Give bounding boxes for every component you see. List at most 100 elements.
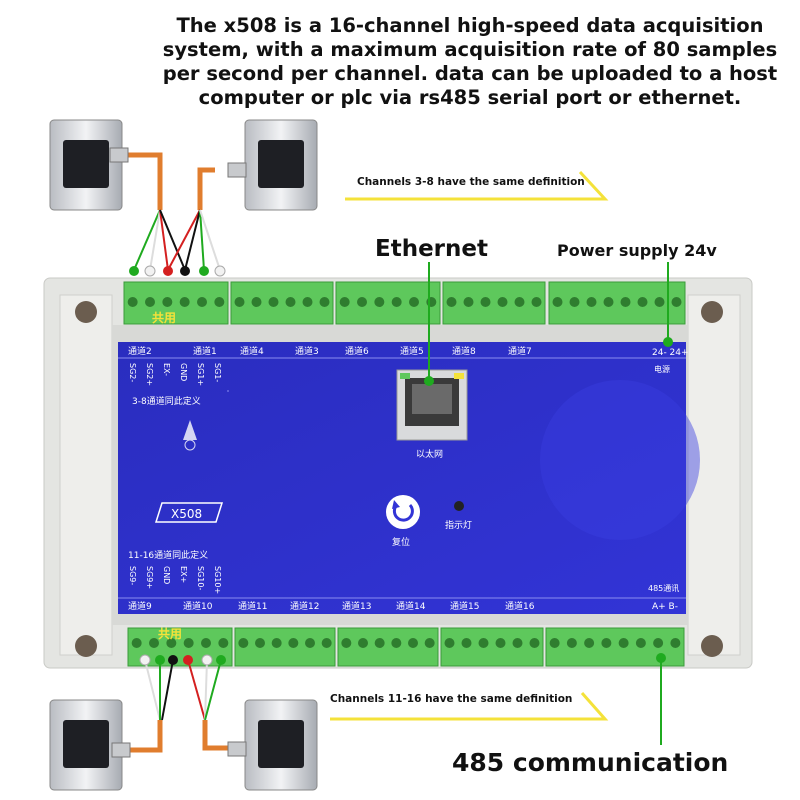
- terminal-screw: [339, 297, 350, 307]
- terminal-screw: [637, 297, 648, 307]
- headline-line: The x508 is a 16-channel high-speed data…: [176, 14, 764, 37]
- channel-label: 通道11: [238, 600, 267, 612]
- top-terminal-strip: [123, 281, 686, 325]
- terminal-screw: [480, 297, 491, 307]
- channel-label: 通道15: [450, 600, 479, 612]
- shared-terminal-label: 共用: [152, 310, 176, 325]
- terminal-screw: [131, 638, 142, 648]
- reset-label: 复位: [392, 536, 410, 548]
- channel-label: 通道5: [400, 345, 424, 357]
- headline: The x508 is a 16-channel high-speed data…: [150, 14, 790, 110]
- terminal-screw: [426, 297, 437, 307]
- terminal-screw: [566, 638, 577, 648]
- terminal-screw: [288, 638, 299, 648]
- bottom-wire-dots: [139, 654, 226, 666]
- bottom-terminal-screws: [131, 638, 681, 648]
- terminal-screw: [552, 297, 563, 307]
- terminal-screw: [512, 638, 523, 648]
- terminal-screw: [357, 297, 367, 307]
- indicator-led: [454, 501, 464, 511]
- power-callout-line: [663, 262, 673, 347]
- terminal-screw: [549, 638, 560, 648]
- terminal-screw: [358, 638, 368, 648]
- terminal-screw: [654, 297, 665, 307]
- top-sensor-wiring: [128, 152, 221, 271]
- terminal-screw: [166, 638, 177, 648]
- pin-label: GND: [179, 363, 188, 381]
- load-cell-top-left: [49, 119, 129, 211]
- channel-label: 通道4: [240, 345, 264, 357]
- terminal-screw: [302, 297, 313, 307]
- terminal-screw: [341, 638, 352, 648]
- ethernet-callout: Ethernet: [375, 236, 488, 262]
- top-terminal-screws: [127, 297, 682, 307]
- headline-line: computer or plc via rs485 serial port or…: [198, 86, 742, 109]
- terminal-screw: [214, 297, 225, 307]
- reset-button: [386, 495, 420, 529]
- pin-label: SG9-: [128, 566, 137, 585]
- load-cell-bottom-right: [227, 699, 318, 791]
- mount-hole: [701, 635, 723, 657]
- channel-label: 通道3: [295, 345, 319, 357]
- pin-label: SG2+: [145, 363, 154, 386]
- terminal-screw: [201, 638, 211, 648]
- terminal-screw: [478, 638, 489, 648]
- terminal-screw: [145, 297, 155, 307]
- bottom-note-arrow: [330, 692, 609, 721]
- mount-hole: [701, 301, 723, 323]
- mount-hole: [75, 635, 97, 657]
- top-note-arrow: [345, 170, 609, 201]
- channel-label: 通道12: [290, 600, 319, 612]
- pin-label: SG10+: [213, 566, 222, 594]
- terminal-screw: [497, 297, 508, 307]
- channel-label: 通道10: [183, 600, 213, 612]
- terminal-screw: [618, 638, 629, 648]
- terminal-screw: [446, 297, 457, 307]
- channel-label: 通道2: [128, 345, 152, 357]
- terminal-screw: [529, 638, 540, 648]
- terminal-screw: [374, 638, 385, 648]
- pin-label: GND: [162, 566, 171, 584]
- channel-label: 通道14: [396, 600, 426, 612]
- terminal-screw: [162, 297, 173, 307]
- model-label: X508: [171, 507, 202, 521]
- logo-icon: [183, 420, 197, 451]
- terminal-screw: [635, 638, 646, 648]
- bottom-terminal-strip: [127, 627, 685, 667]
- channel-label: 通道1: [193, 345, 217, 357]
- terminal-screw: [586, 297, 597, 307]
- bottom-channels-note: Channels 11-16 have the same definition: [330, 693, 573, 705]
- shared-terminal-label: 共用: [158, 626, 182, 641]
- load-cell-bottom-left: [49, 699, 131, 791]
- channel-label: 通道8: [452, 345, 476, 357]
- terminal-screw: [584, 638, 595, 648]
- rs485-label: 485通讯: [648, 583, 679, 593]
- rs485-callout-line: [656, 653, 666, 745]
- pin-label: EX+: [179, 566, 188, 583]
- ethernet-port-label: 以太网: [416, 448, 443, 460]
- power-supply-callout: Power supply 24v: [557, 241, 717, 260]
- terminal-screw: [495, 638, 506, 648]
- same-definition-note: 3-8通道同此定义: [132, 395, 201, 407]
- terminal-screw: [408, 638, 418, 648]
- terminal-screw: [238, 638, 249, 648]
- power-pins-label: 24- 24+: [652, 348, 689, 358]
- channel-label: 通道13: [342, 600, 371, 612]
- terminal-screw: [463, 297, 474, 307]
- rs485-pins-label: A+ B-: [652, 602, 678, 612]
- terminal-screw: [531, 297, 542, 307]
- channel-label: 通道7: [508, 345, 532, 357]
- headline-line: per second per channel. data can be uplo…: [162, 62, 778, 85]
- rs485-communication-callout: 485 communication: [452, 748, 729, 777]
- terminal-screw: [391, 297, 402, 307]
- terminal-screw: [255, 638, 265, 648]
- pin-label: SG10-: [196, 566, 205, 590]
- terminal-screw: [461, 638, 472, 648]
- terminal-screw: [285, 297, 296, 307]
- terminal-screw: [319, 297, 330, 307]
- terminal-screw: [321, 638, 332, 648]
- load-cell-top-right: [227, 119, 318, 211]
- headline-line: system, with a maximum acquisition rate …: [162, 38, 778, 61]
- top-channels-note: Channels 3-8 have the same definition: [357, 176, 585, 188]
